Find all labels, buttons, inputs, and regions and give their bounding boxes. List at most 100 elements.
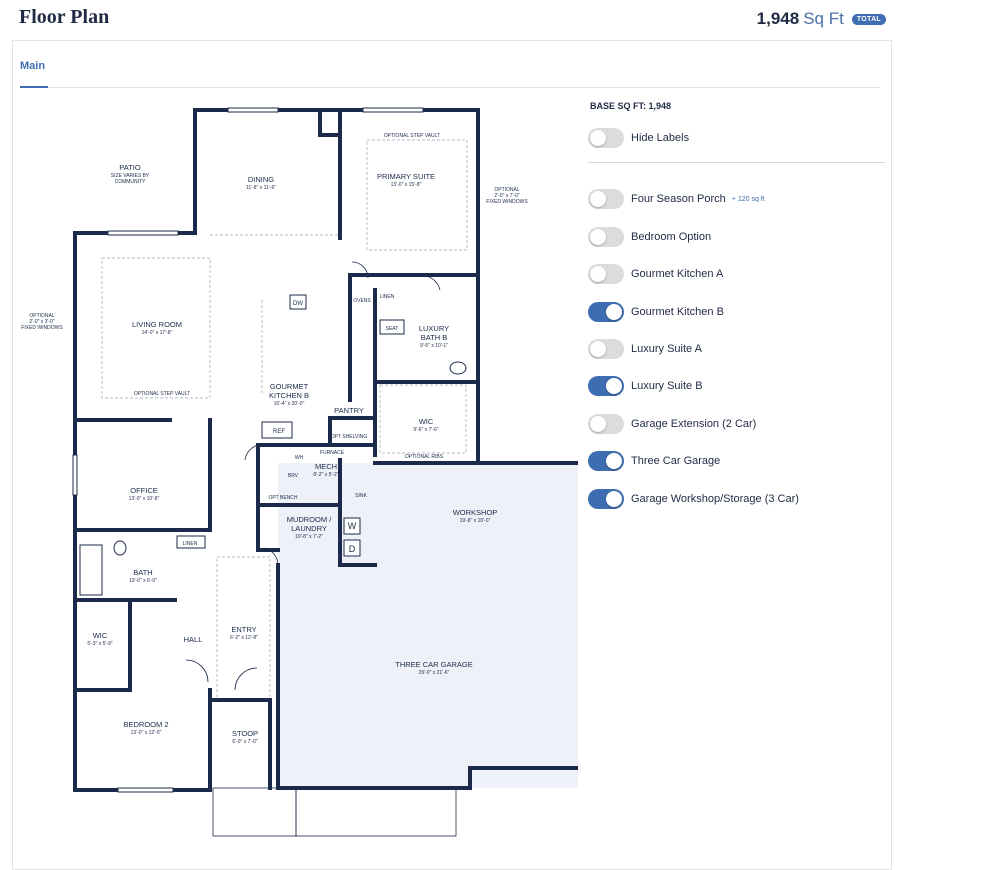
option-toggle[interactable]: [588, 414, 624, 434]
note-step-vault-top: OPTIONAL STEP VAULT: [384, 133, 440, 139]
option-toggle[interactable]: [588, 189, 624, 209]
toggle-knob: [606, 453, 622, 469]
option-gourmet-kitchen-b[interactable]: Gourmet Kitchen B: [588, 301, 724, 323]
room-primary-suite-dims: 13'-0" x 15'-8": [391, 182, 422, 188]
room-kitchen: GOURMET: [270, 382, 309, 391]
page-title: Floor Plan: [19, 6, 110, 28]
room-workshop: WORKSHOP: [453, 508, 498, 517]
option-bedroom-option[interactable]: Bedroom Option: [588, 226, 711, 248]
note-linen-primary: LINEN: [380, 294, 395, 300]
note-opt-windows-right-1: OPTIONAL: [494, 187, 520, 193]
toggle-knob: [590, 341, 606, 357]
toggle-knob: [590, 191, 606, 207]
toggle-knob: [590, 416, 606, 432]
note-opt-windows-right-3: FIXED WINDOWS: [486, 199, 528, 205]
room-entry: ENTRY: [231, 625, 256, 634]
option-toggle[interactable]: [588, 489, 624, 509]
toggle-knob: [590, 229, 606, 245]
note-seat: SEAT: [386, 326, 399, 332]
room-luxury-bath: LUXURY: [419, 324, 449, 333]
room-workshop-dims: 19'-8" x 10'-0": [460, 518, 491, 524]
note-opt-bench: OPT BENCH: [268, 495, 297, 501]
toggle-knob: [590, 130, 606, 146]
option-label: Garage Workshop/Storage (3 Car): [631, 493, 799, 505]
room-wic-bedroom: WIC: [93, 631, 108, 640]
option-toggle[interactable]: [588, 451, 624, 471]
room-stoop: STOOP: [232, 729, 258, 738]
option-three-car-garage[interactable]: Three Car Garage: [588, 450, 720, 472]
option-toggle[interactable]: [588, 376, 624, 396]
note-dryer: D: [349, 544, 356, 554]
options-divider: [588, 162, 885, 163]
note-dw: DW: [293, 301, 303, 307]
note-ovens: OVENS: [353, 298, 371, 304]
note-opt-shelving: OPT SHELVING: [331, 434, 368, 440]
room-mech-dims: 8'-2" x 5'-2": [313, 472, 338, 478]
toggle-knob: [606, 304, 622, 320]
option-extra-sqft: + 120 sq ft: [731, 195, 765, 203]
room-hall: HALL: [184, 635, 203, 644]
room-dining-dims: 11'-8" x 11'-6": [246, 185, 276, 191]
option-garage-workshop[interactable]: Garage Workshop/Storage (3 Car): [588, 488, 799, 510]
room-office-dims: 13'-0" x 10'-8": [129, 496, 160, 502]
note-ref: REF: [273, 429, 285, 435]
room-luxury-bath-2: BATH B: [421, 333, 448, 342]
note-patio-sub2: COMMUNITY: [115, 179, 146, 185]
total-sqft: 1,948 Sq Ft TOTAL: [757, 9, 886, 29]
hide-labels-toggle[interactable]: [588, 128, 624, 148]
option-toggle[interactable]: [588, 264, 624, 284]
note-sink: SINK: [355, 493, 367, 499]
option-toggle[interactable]: [588, 302, 624, 322]
room-entry-dims: 6'-2" x 12'-8": [230, 635, 258, 641]
option-toggle[interactable]: [588, 339, 624, 359]
option-four-season-porch[interactable]: Four Season Porch + 120 sq ft: [588, 188, 765, 210]
option-label: Gourmet Kitchen A: [631, 268, 724, 280]
room-mudroom-dims: 10'-8" x 7'-2": [295, 534, 323, 540]
note-opt-windows-left-2: 2'-0" x 3'-0": [29, 319, 54, 325]
option-label: Four Season Porch: [631, 193, 726, 205]
base-sqft-label: BASE SQ FT: 1,948: [590, 101, 672, 111]
room-luxury-bath-dims: 9'-5" x 10'-1": [420, 343, 448, 349]
room-living: LIVING ROOM: [132, 320, 182, 329]
room-wic-primary: WIC: [419, 417, 434, 426]
garage-fill: [278, 463, 578, 788]
room-wic-primary-dims: 9'-6" x 7'-6": [413, 427, 438, 433]
toggle-knob: [606, 378, 622, 394]
total-badge: TOTAL: [851, 13, 886, 25]
note-patio: PATIO: [119, 163, 141, 172]
tab-bar-line: [20, 87, 880, 88]
option-toggle[interactable]: [588, 227, 624, 247]
room-kitchen-2: KITCHEN B: [269, 391, 309, 400]
note-brv: BRV: [288, 473, 299, 479]
note-washer: W: [348, 521, 357, 531]
option-label: Garage Extension (2 Car): [631, 418, 757, 430]
hide-labels-toggle-row[interactable]: Hide Labels: [588, 127, 689, 149]
option-luxury-suite-a[interactable]: Luxury Suite A: [588, 338, 702, 360]
option-label: Bedroom Option: [631, 231, 712, 243]
tab-main[interactable]: Main: [20, 60, 46, 72]
option-garage-extension[interactable]: Garage Extension (2 Car): [588, 413, 756, 435]
note-wh: WH: [295, 455, 304, 461]
note-step-vault-living: OPTIONAL STEP VAULT: [134, 391, 190, 397]
option-label: Luxury Suite B: [631, 380, 703, 392]
room-kitchen-dims: 16'-4" x 20'-0": [274, 401, 305, 407]
room-garage-dims: 29'-0" x 21'-6": [419, 670, 450, 676]
room-mudroom-2: LAUNDRY: [291, 524, 327, 533]
room-bedroom-2: BEDROOM 2: [123, 720, 168, 729]
option-luxury-suite-b[interactable]: Luxury Suite B: [588, 375, 703, 397]
room-bath: BATH: [133, 568, 152, 577]
option-label: Gourmet Kitchen B: [631, 306, 724, 318]
room-stoop-dims: 6'-0" x 7'-0": [232, 739, 257, 745]
option-gourmet-kitchen-a[interactable]: Gourmet Kitchen A: [588, 263, 723, 285]
room-pantry: PANTRY: [334, 406, 364, 415]
sqft-value: 1,948: [756, 9, 800, 28]
room-living-dims: 14'-0" x 17'-8": [142, 330, 173, 336]
room-primary-suite: PRIMARY SUITE: [377, 172, 435, 181]
room-bath-dims: 13'-0" x 6'-0": [129, 578, 157, 584]
floor-plan-drawing: DINING 11'-8" x 11'-6" PRIMARY SUITE 13'…: [21, 107, 578, 837]
option-label: Luxury Suite A: [631, 343, 702, 355]
hide-labels-label: Hide Labels: [631, 132, 690, 144]
tab-active-indicator: [20, 86, 48, 88]
room-bedroom-2-dims: 13'-0" x 12'-0": [131, 730, 162, 736]
note-opt-windows-left-3: FIXED WINDOWS: [21, 325, 63, 331]
